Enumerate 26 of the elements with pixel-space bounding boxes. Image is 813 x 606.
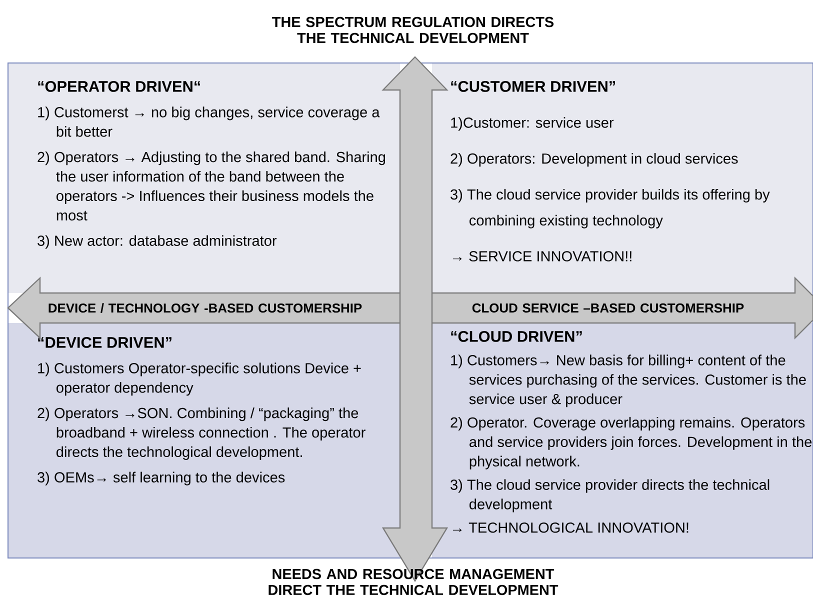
list-item: 3) The cloud service provider directs the technical development [450,479,770,512]
list-item: 1) Customers Operator-specific solutions Device + operator dependency [38,362,361,396]
quadrant-heading: “CLOUD DRIVEN” [451,331,582,342]
list-item: 2) Operators → Adjusting to the shared band. Sharing the user information of the band between the operators -> Influences their business models the most [38,152,386,220]
quadrant-heading: “CUSTOMER DRIVEN” [451,81,615,92]
list-item: 1) Customerst → no big changes, service coverage a bit better [38,106,380,137]
list-item: 2) Operators →SON. Combining / “packaging” the broadband + wireless connection . The operator directs the technological development. [38,408,366,460]
list-item: 3) OEMs→ self learning to the devices [38,472,285,486]
axis-title: THE SPECTRUM REGULATION DIRECTS THE TECHNICAL DEVELOPMENT [272,16,554,44]
quadrant-heading: “OPERATOR DRIVEN“ [38,81,200,92]
quadrant-box [8,63,400,293]
axis-label: DEVICE / TECHNOLOGY -BASED CUSTOMERSHIP [48,303,362,313]
quadrant-box [432,63,813,293]
quadrant-box [8,323,400,558]
list-item: 1) Customers→ New basis for billing+ content of the services purchasing of the services. Customer is the service user & producer [451,354,806,408]
list-item: 1)Customer: service user [451,117,614,131]
list-item: 3) New actor: database administrator [38,235,277,249]
list-item: 3) The cloud service provider builds its offering by combining existing technology [450,188,770,228]
axis-label: CLOUD SERVICE –BASED CUSTOMERSHIP [472,303,744,313]
list-item: → SERVICE INNOVATION!! [452,251,632,262]
axis-title: NEEDS AND RESOURCE MANAGEMENT DIRECT THE TECHNICAL DEVELOPMENT [268,568,558,596]
list-item: 2) Operator. Coverage overlapping remains. Operators and service providers join forces. Development in the physical network. [450,416,812,470]
list-item: 2) Operators: Development in cloud services [450,153,738,167]
list-item: → TECHNOLOGICAL INNOVATION! [452,522,688,533]
quadrant-box [432,323,813,558]
quadrant-heading: “DEVICE DRIVEN” [38,337,172,348]
